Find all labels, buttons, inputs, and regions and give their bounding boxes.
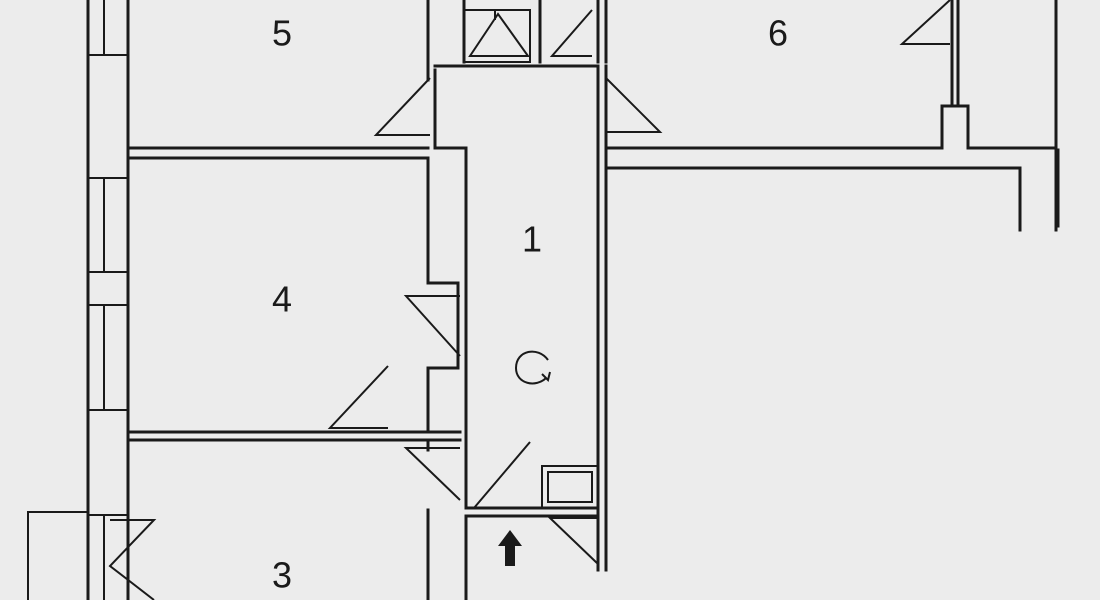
room-label-4: 4 bbox=[272, 279, 292, 320]
door-swings bbox=[108, 0, 951, 600]
left-exterior-wall bbox=[27, 0, 130, 600]
room-4-walls bbox=[126, 156, 462, 442]
room-label-1: 1 bbox=[522, 219, 542, 260]
service-rooms bbox=[462, 0, 608, 64]
room-6-walls bbox=[604, 0, 1060, 232]
entrance-arrow-icon bbox=[498, 530, 522, 566]
room-label-3: 3 bbox=[272, 555, 292, 596]
room-label-5: 5 bbox=[272, 13, 292, 54]
rotation-arrow-icon bbox=[514, 350, 551, 385]
room-5-walls bbox=[126, 0, 430, 160]
room-label-6: 6 bbox=[768, 13, 788, 54]
corridor-walls bbox=[433, 64, 608, 600]
